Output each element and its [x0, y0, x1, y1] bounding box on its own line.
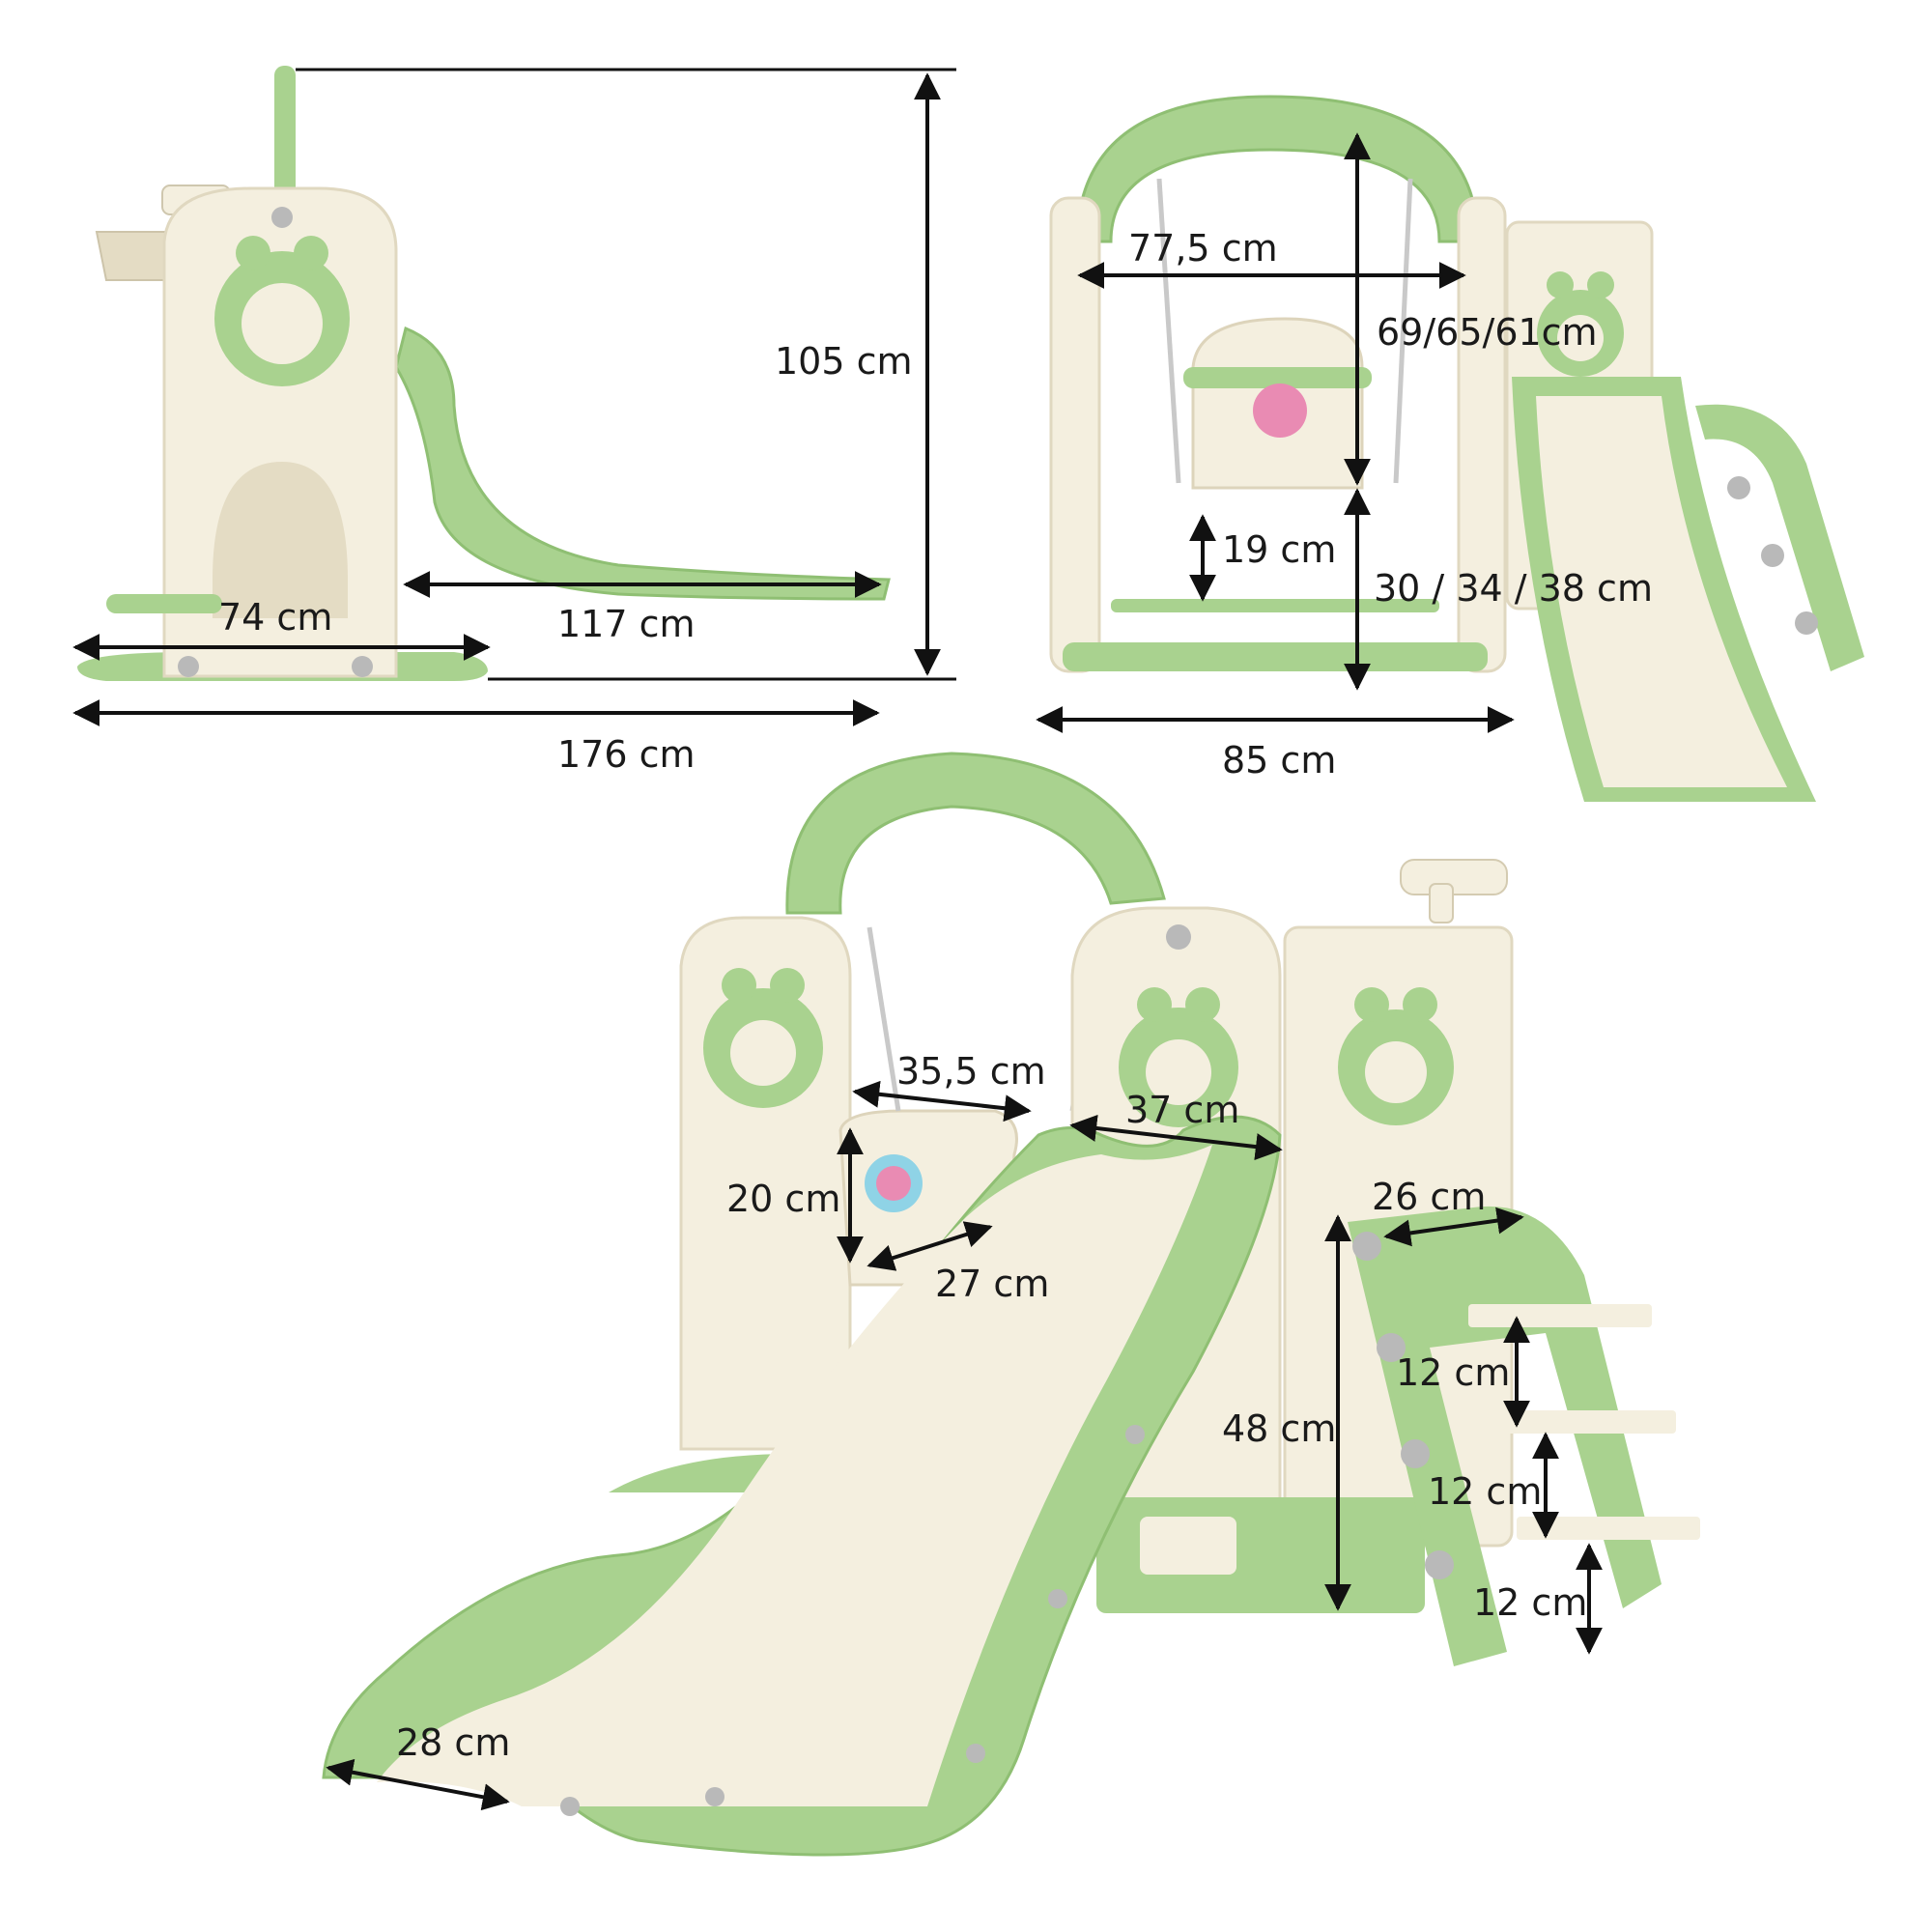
label-side-height: 105 cm — [775, 340, 913, 383]
arrow-persp-seat-depth — [867, 1221, 993, 1271]
label-front-frame-width: 85 cm — [1222, 739, 1337, 781]
label-persp-seat-back: 20 cm — [726, 1178, 841, 1220]
label-persp-step-2: 12 cm — [1428, 1470, 1543, 1513]
label-persp-step-1: 12 cm — [1396, 1351, 1511, 1394]
arrow-persp-slide-bottom — [326, 1758, 510, 1811]
side-slide — [394, 326, 891, 601]
label-persp-step-3: 12 cm — [1473, 1581, 1588, 1624]
label-persp-slide-bottom: 28 cm — [396, 1721, 511, 1764]
label-persp-slide-top: 37 cm — [1125, 1089, 1240, 1131]
front-swing-arch — [1075, 95, 1480, 243]
front-view-illustration — [1049, 95, 1864, 802]
label-side-total-length: 176 cm — [557, 733, 696, 776]
label-side-base-depth: 74 cm — [218, 596, 333, 639]
persp-mid-bear-icon — [1119, 987, 1238, 1127]
perspective-view-illustration — [322, 752, 1700, 1857]
persp-left-bear-icon — [703, 968, 823, 1108]
label-persp-stair-width: 26 cm — [1372, 1176, 1487, 1218]
side-view-illustration — [77, 66, 891, 681]
label-persp-platform: 48 cm — [1222, 1407, 1337, 1450]
label-front-seat-back: 19 cm — [1222, 528, 1337, 571]
label-front-inner-width: 77,5 cm — [1128, 227, 1278, 270]
label-persp-seat-depth: 27 cm — [935, 1263, 1050, 1305]
persp-swing-arch — [785, 752, 1166, 915]
arrow-persp-stair-width — [1383, 1207, 1524, 1247]
bear-ring-icon — [214, 236, 350, 386]
label-persp-seat-width: 35,5 cm — [896, 1050, 1046, 1093]
label-front-seat-height: 30 / 34 / 38 cm — [1374, 567, 1653, 610]
arrow-persp-slide-top — [1069, 1115, 1283, 1160]
persp-tower-bear-icon — [1338, 987, 1454, 1125]
label-front-swing-height: 69/65/61cm — [1377, 311, 1598, 354]
front-bear-ring-icon — [1537, 271, 1624, 377]
arrow-persp-seat-width — [852, 1080, 1032, 1122]
label-side-slide-length: 117 cm — [557, 603, 696, 645]
